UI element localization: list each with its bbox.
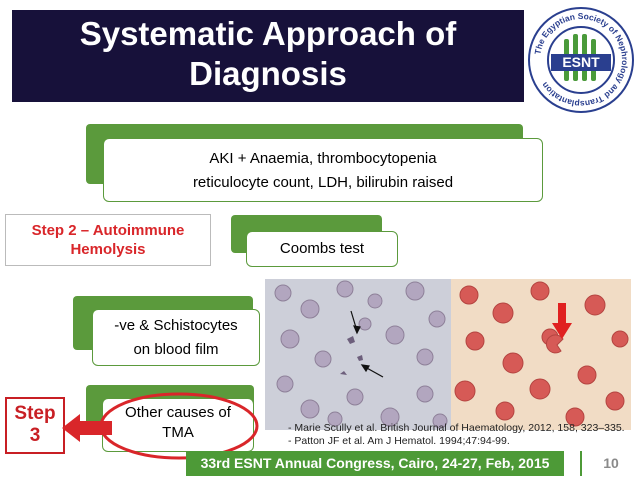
page-number: 10 xyxy=(603,455,619,471)
node4-line2: TMA xyxy=(162,424,194,441)
node3-line1: -ve & Schistocytes xyxy=(114,317,238,334)
slide-title-line1: Systematic Approach of xyxy=(79,15,457,52)
node2-label: Coombs test xyxy=(279,240,365,257)
step3-label: Step 3 xyxy=(5,403,65,447)
footer-divider xyxy=(580,451,582,476)
reference-2: - Patton JF et al. Am J Hematol. 1994;47… xyxy=(288,435,510,447)
node-coombs-test: Coombs test xyxy=(246,231,398,267)
step2-label: Step 2 – Autoimmune Hemolysis xyxy=(5,221,211,259)
slide-title-line2: Diagnosis xyxy=(189,55,347,92)
node3-line2: on blood film xyxy=(133,341,219,358)
left-arrow-icon xyxy=(62,414,112,442)
step3-line1: Step xyxy=(14,403,56,424)
blood-film-micrograph xyxy=(265,279,631,430)
footer-banner xyxy=(186,451,564,476)
node1-line1: AKI + Anaemia, thrombocytopenia xyxy=(209,150,437,167)
node-other-causes-tma: Other causes of TMA xyxy=(102,398,254,452)
node1-line2: reticulocyte count, LDH, bilirubin raise… xyxy=(192,174,454,191)
slide-title: Systematic Approach of Diagnosis xyxy=(12,14,524,94)
logo-text: ESNT xyxy=(562,54,600,70)
node4-line1: Other causes of xyxy=(125,404,231,421)
step3-line2: 3 xyxy=(29,425,41,446)
title-banner xyxy=(12,10,524,102)
reference-1: - Marie Scully et al. British Journal of… xyxy=(288,422,625,434)
step2-box xyxy=(5,214,211,266)
step2-line2: Hemolysis xyxy=(70,241,146,258)
node-schistocytes: -ve & Schistocytes on blood film xyxy=(92,309,260,366)
step2-line1: Step 2 – Autoimmune xyxy=(31,222,185,239)
esnt-logo: The Egyptian Society of Nephrology and T… xyxy=(528,7,634,113)
node-aki-anaemia: AKI + Anaemia, thrombocytopenia reticulo… xyxy=(103,138,543,202)
step3-box xyxy=(5,397,65,454)
footer-text: 33rd ESNT Annual Congress, Cairo, 24-27,… xyxy=(200,455,550,471)
